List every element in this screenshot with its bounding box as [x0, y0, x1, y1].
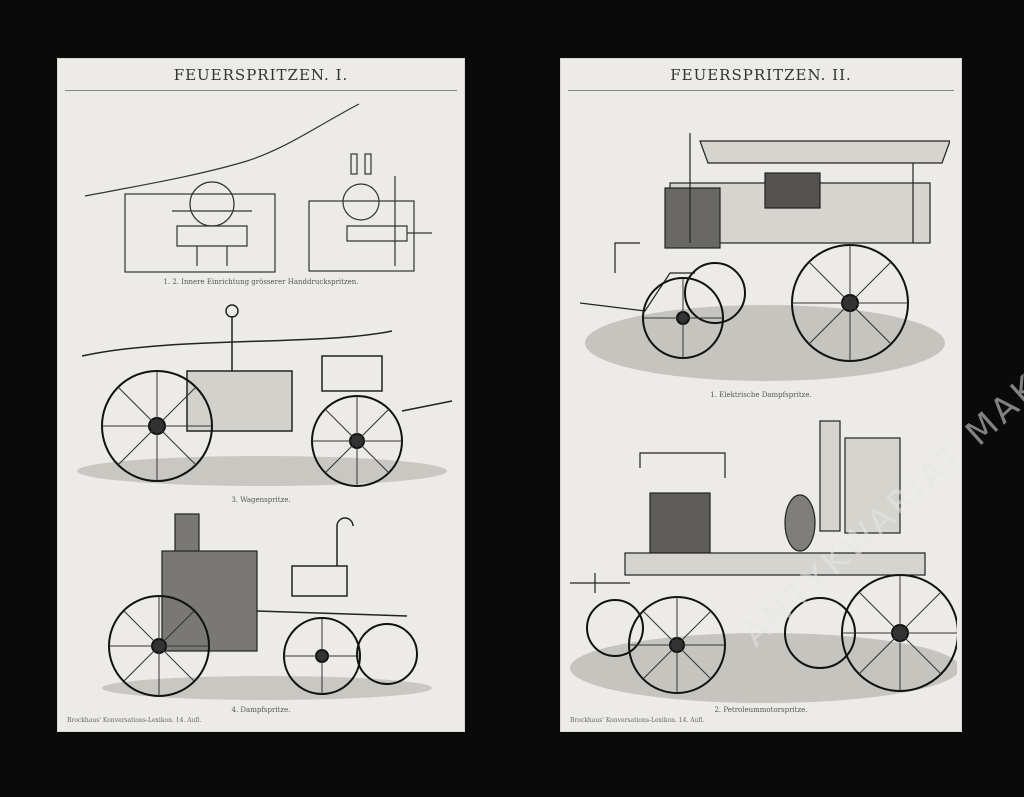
steam-pump-illustration: [102, 513, 432, 700]
publisher-credit: Brockhaus' Konversations-Lexikon. 14. Au…: [570, 717, 705, 724]
plate-feuerspritzen-1: FEUERSPRITZEN. I. 1. 2. Innere Einrichtu…: [57, 58, 465, 732]
figure-caption-2: 2. Petroleummotorspritze.: [714, 706, 808, 714]
petroleum-motor-pump-illustration: [570, 420, 957, 703]
plate-feuerspritzen-2: FEUERSPRITZEN. II. 1. Elektrische Dampfs…: [560, 58, 962, 732]
figure-caption-1-2: 1. 2. Innere Einrichtung grösserer Handd…: [163, 278, 359, 286]
title-rule: [65, 90, 457, 91]
wagon-pump-illustration: [77, 304, 453, 487]
figure-caption-4: 4. Dampfspritze.: [231, 706, 291, 714]
plate-title: FEUERSPRITZEN. I.: [173, 66, 349, 84]
figure-caption-1: 1. Elektrische Dampfspritze.: [710, 391, 812, 399]
electric-pump-illustration: [579, 133, 950, 381]
title-rule: [568, 90, 954, 91]
plate-title: FEUERSPRITZEN. II.: [670, 66, 852, 84]
pump-schematic-illustration: [84, 103, 432, 273]
figure-caption-3: 3. Wagenspritze.: [231, 496, 291, 504]
publisher-credit: Brockhaus' Konversations-Lexikon. 14. Au…: [67, 717, 202, 724]
